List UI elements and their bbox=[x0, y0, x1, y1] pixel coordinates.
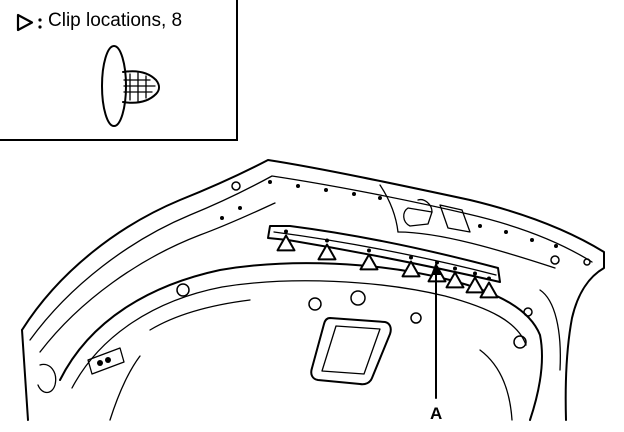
clip-hole-1 bbox=[284, 229, 288, 234]
clip-marker-3 bbox=[359, 253, 379, 271]
clip-hole-7 bbox=[487, 276, 491, 281]
legend-text: Clip locations, 8 bbox=[48, 10, 183, 31]
clip-hole-6 bbox=[453, 266, 457, 271]
clip-hole-4 bbox=[409, 255, 413, 260]
clip-hole-2 bbox=[325, 238, 329, 243]
triangle-marker-icon bbox=[16, 13, 42, 32]
tailgate-panel-icon bbox=[21, 159, 605, 421]
callout-label-a: A bbox=[430, 404, 443, 423]
clip-marker-4 bbox=[401, 260, 421, 278]
legend-box bbox=[0, 0, 238, 141]
callout-leader bbox=[431, 262, 441, 399]
clip-marker-1 bbox=[276, 234, 296, 252]
trim-strip-icon bbox=[267, 225, 501, 283]
clip-fastener-icon bbox=[101, 45, 160, 127]
clip-marker-2 bbox=[317, 243, 337, 261]
clip-marker-6 bbox=[445, 271, 465, 289]
clip-hole-8 bbox=[473, 271, 477, 276]
clip-marker-7 bbox=[479, 281, 499, 299]
clip-hole-3 bbox=[367, 248, 371, 253]
clip-marker-8 bbox=[465, 276, 485, 294]
